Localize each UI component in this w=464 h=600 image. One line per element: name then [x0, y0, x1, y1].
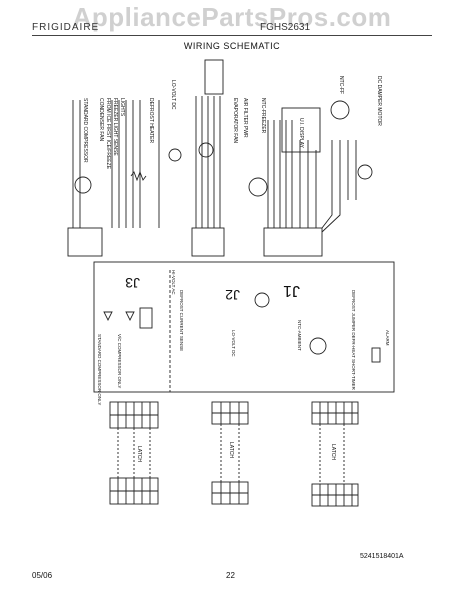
page-header: FRIGIDAIRE FGHS2631 WIRING SCHEMATIC	[32, 22, 432, 62]
page-number: 22	[226, 571, 235, 580]
evaporator-fan-motor	[168, 148, 182, 162]
ntc-ff-symbol	[330, 100, 350, 120]
relay-symbol-1	[103, 311, 113, 322]
board-lo-volt-dc: LO-VOLT DC	[231, 330, 236, 357]
label-air-filter-pwr: AIR FILTER PWR	[242, 98, 248, 138]
watermark: AppliancePartsPros.com	[72, 2, 392, 32]
label-dc-damper-motor: DC DAMPER MOTOR	[376, 76, 382, 126]
terminal-strip-j1	[263, 227, 323, 257]
board-alarm: ALARM	[385, 330, 390, 346]
top-plug	[204, 59, 224, 95]
board-vc-compressor: V/C COMPRESSOR ONLY	[117, 334, 122, 388]
label-defrost-heater: DEFROST HEATER	[148, 98, 154, 143]
footer-date: 05/06	[32, 571, 53, 580]
relay-box	[139, 307, 153, 329]
relay-symbol-2	[125, 311, 135, 322]
label-ice-freeze: FROM ICE FIRST ICE/FREEZE	[105, 98, 111, 170]
damper-motor-symbol	[357, 164, 373, 180]
defrost-heater-coil	[130, 170, 147, 182]
board-std-compressor: STANDARD COMPRESSOR ONLY	[97, 334, 102, 405]
wire-bundle-j2	[195, 96, 221, 228]
ui-display-box	[281, 107, 321, 153]
transistor-symbol	[254, 292, 270, 308]
board-defrost-jumper: DEFROST JUMPER DEFR-HEAT SHORT-TIMER	[351, 290, 356, 391]
control-board-outline	[93, 261, 395, 393]
model-number: FGHS2631	[260, 22, 311, 33]
header-rule	[32, 35, 432, 36]
label-lights: LIGHTS	[119, 98, 125, 117]
ntc-freezer-symbol	[248, 177, 268, 197]
wire-bundle-j3	[72, 100, 160, 228]
board-j2-label: J2	[225, 287, 240, 303]
board-defrost-current: DEFROST CURRENT SENSE	[179, 290, 184, 351]
label-freezer-light-sense: FREEZER LIGHT SENSE	[112, 98, 118, 156]
label-standard-compressor: STANDARD COMPRESSOR	[82, 98, 88, 163]
label-ntc-freezer: NTC-FREEZER	[260, 98, 266, 134]
j1-latch-label: LATCH	[330, 444, 336, 460]
compressor-symbol	[74, 176, 92, 194]
j3-latch-label: LATCH	[136, 446, 142, 462]
label-ntc-ff: NTC-FF	[338, 76, 344, 94]
label-ui-display: U.I. DISPLAY	[298, 118, 304, 149]
board-j3-label: J3	[125, 275, 140, 291]
board-hi-volt-ac: HI-VOLT AC	[171, 270, 176, 295]
label-condenser-fan: CONDENSER FAN	[98, 98, 104, 141]
j2-latch-label: LATCH	[228, 442, 234, 458]
wire-bundle-j1	[267, 120, 357, 233]
schematic-title: WIRING SCHEMATIC	[183, 41, 281, 51]
label-evaporator-fan: EVAPORATOR FAN	[232, 98, 238, 143]
alarm-symbol	[371, 347, 381, 363]
board-j1-label: J1	[283, 282, 300, 299]
brand-name: FRIGIDAIRE	[32, 22, 100, 33]
terminal-strip-j2	[191, 227, 225, 257]
vo-compressor-symbol	[198, 142, 214, 158]
part-code: 5241518401A	[360, 553, 404, 560]
ntc-ambient-symbol	[309, 337, 327, 355]
terminal-strip-j3	[67, 227, 103, 257]
board-ntc-ambient: NTC-AMBIENT	[297, 320, 302, 351]
label-lo-volt-dc: LO-VOLT DC	[170, 80, 176, 110]
